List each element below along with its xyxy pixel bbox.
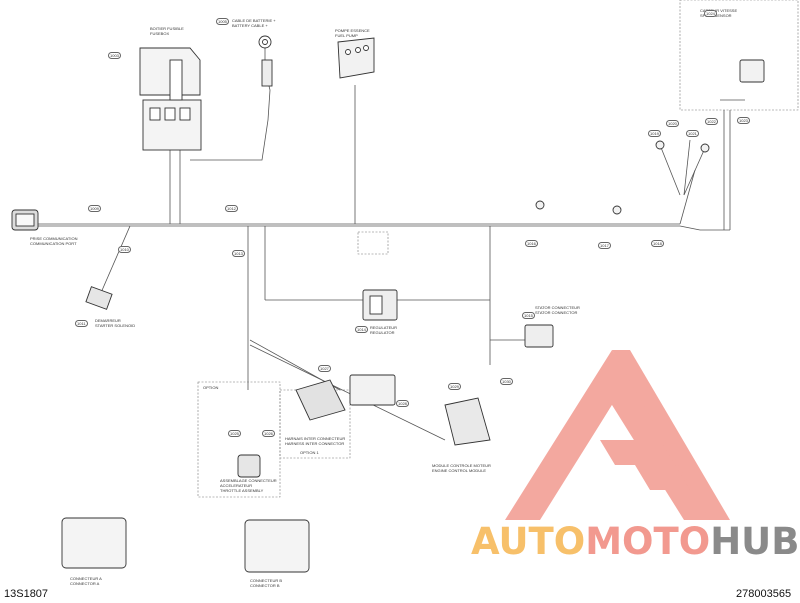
part-number: 1023	[737, 117, 750, 124]
watermark-text: AUTOMOTOHUB	[471, 520, 800, 563]
fuse-box	[139, 47, 202, 151]
part-number: 1027	[318, 365, 331, 372]
part-number: 1013	[232, 250, 245, 257]
part-number: 1020	[666, 120, 679, 127]
part-number: 1017	[598, 242, 611, 249]
part-number: 1012	[225, 205, 238, 212]
part-number: 1003	[108, 52, 121, 59]
part-number: 1019	[648, 130, 661, 137]
watermark-logo	[505, 350, 730, 520]
part-code: 278003565	[736, 588, 792, 600]
option-label: OPTION	[203, 385, 219, 390]
part-number: 1030	[500, 378, 513, 385]
part-number: 1018	[651, 240, 664, 247]
part-number: 1015	[522, 312, 535, 319]
part-number: 1010	[118, 246, 131, 253]
part-number: 1014	[355, 326, 368, 333]
drawing-code: 13S1807	[4, 588, 49, 600]
part-number: 1025	[228, 430, 241, 437]
part-number: 1009	[88, 205, 101, 212]
part-number: 1026	[262, 430, 275, 437]
option1-label: OPTION 1	[300, 450, 319, 455]
part-number: 1005	[216, 18, 229, 25]
part-number: 1021	[686, 130, 699, 137]
part-number: 1016	[525, 240, 538, 247]
part-number: 1022	[705, 118, 718, 125]
part-number: 1028	[396, 400, 409, 407]
part-number: 1011	[75, 320, 88, 327]
part-number: 1029	[448, 383, 461, 390]
part-number: 1024	[704, 10, 717, 17]
battery-cable-label: CABLE DE BATTERIE +BATTERY CABLE +	[232, 18, 276, 28]
